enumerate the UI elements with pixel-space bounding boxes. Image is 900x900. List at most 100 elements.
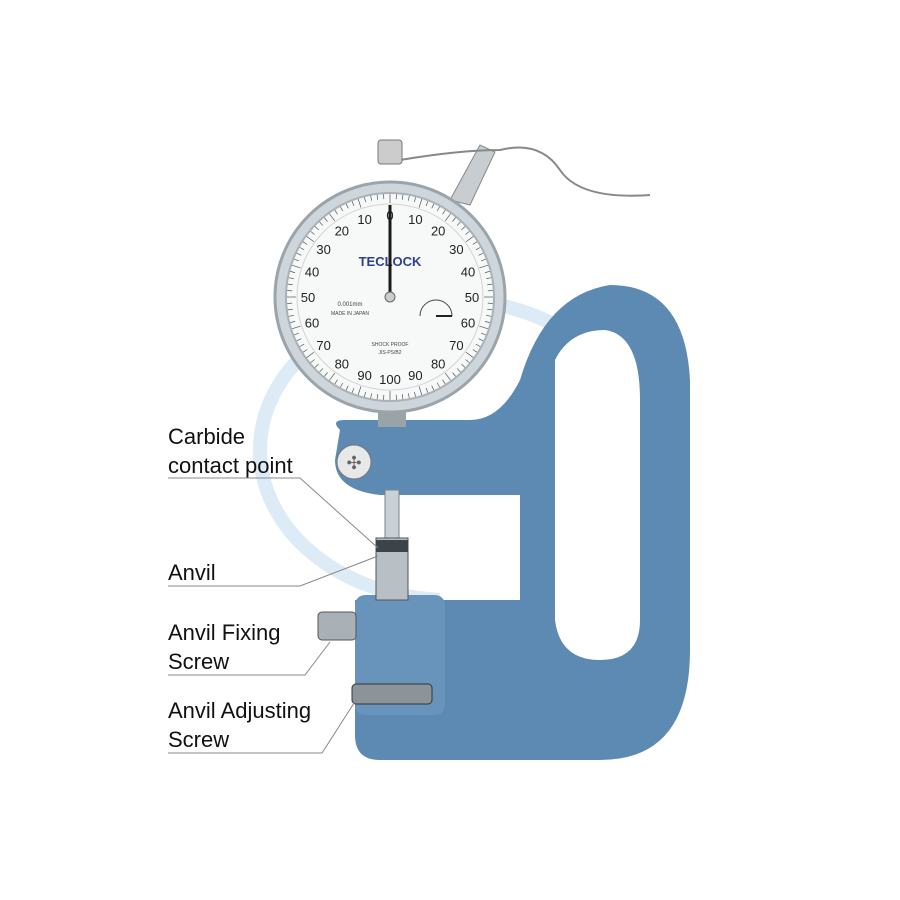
dial-tick	[351, 387, 355, 393]
dial-tick	[479, 264, 489, 269]
label-anvil: Anvil	[168, 558, 216, 587]
dial-tick	[314, 363, 319, 368]
dial-indicator: 0102030405060708090100908070605040302010…	[273, 180, 507, 427]
dial-tick	[288, 277, 294, 279]
dial-tick	[296, 252, 302, 256]
dial-tick	[436, 382, 440, 388]
dial-tick	[452, 217, 456, 222]
dial-tick	[408, 393, 410, 399]
dial-tick	[456, 368, 461, 373]
dial-tick	[291, 264, 301, 269]
release-wire	[399, 146, 651, 197]
lifting-lever	[449, 144, 496, 206]
dial-tick	[418, 198, 423, 208]
label-text: Screw	[168, 727, 230, 752]
dial-tick	[302, 241, 308, 245]
dial-scale-label: 90	[408, 368, 422, 383]
dial-tick	[465, 236, 474, 243]
standard-text: JIS-PS/B2	[378, 350, 401, 356]
dial-tick	[401, 394, 404, 400]
leader-lines	[168, 477, 379, 754]
svg-text:✣: ✣	[346, 453, 361, 473]
dial-scale-label: 60	[461, 315, 475, 330]
dial-tick	[306, 351, 315, 358]
dial-tick	[484, 321, 490, 323]
dial-tick	[319, 221, 324, 226]
dial-tick	[444, 213, 451, 222]
spindle	[384, 489, 400, 541]
dial-scale-label: 50	[465, 290, 479, 305]
dial-tick	[425, 387, 429, 393]
dial-tick	[290, 271, 296, 273]
carbide-contact-point	[376, 540, 408, 552]
dial-tick	[480, 332, 486, 336]
pivot-screw	[336, 444, 372, 480]
dial-tick	[401, 194, 404, 200]
dial-tick	[478, 252, 484, 256]
dial-tick	[452, 372, 456, 377]
dial-tick	[287, 308, 293, 311]
dial-tick	[357, 386, 362, 396]
dial-tick	[299, 343, 305, 347]
dial-scale-label: 90	[357, 368, 371, 383]
label-anvil-fixing-screw: Anvil Fixing Screw	[168, 618, 280, 676]
origin-text: MADE IN JAPAN	[331, 311, 369, 317]
dial-tick	[486, 277, 492, 279]
dial-tick	[324, 372, 328, 377]
dial-scale-label: 30	[449, 242, 463, 257]
dial-tick	[461, 363, 466, 368]
label-text: Carbide	[168, 424, 246, 449]
revolution-counter	[419, 299, 453, 317]
dial-scale-label: 100	[379, 372, 401, 387]
dial-scale-label: 20	[431, 224, 445, 239]
label-text: Anvil Adjusting	[168, 698, 312, 723]
dial-tick	[487, 283, 493, 286]
label-anvil-adjusting-screw: Anvil Adjusting Screw	[168, 696, 311, 754]
dial-tick	[296, 338, 302, 342]
dial-tick	[370, 393, 372, 399]
dial-tick	[294, 258, 300, 262]
dial-tick	[475, 247, 481, 251]
dial-tick	[376, 194, 379, 200]
dial-scale-label: 60	[305, 315, 319, 330]
label-text: Anvil	[168, 560, 216, 585]
dial-tick	[475, 343, 481, 347]
dial-tick	[484, 271, 490, 273]
label-carbide-contact-point: Carbide contact point	[168, 422, 293, 480]
dial-tick	[431, 203, 435, 209]
dial-tick	[480, 258, 486, 262]
dial-scale-label: 40	[461, 265, 475, 280]
dial-tick	[306, 236, 315, 243]
dial-scale-label: 50	[301, 290, 315, 305]
dial-tick	[345, 385, 349, 391]
dial-tick	[334, 379, 338, 385]
dial-tick	[310, 359, 315, 363]
dial-scale-label: 70	[316, 338, 330, 353]
dial-tick	[302, 349, 308, 353]
dial-tick	[310, 231, 315, 235]
dial-tick	[291, 325, 301, 330]
dial-tick	[351, 201, 355, 207]
dial-tick	[465, 359, 470, 363]
dial-tick	[319, 368, 324, 373]
dial-tick	[340, 206, 344, 212]
dial-tick	[329, 372, 336, 381]
dial-tick	[425, 201, 429, 207]
label-text: Anvil Fixing	[168, 620, 281, 645]
dial-tick	[431, 385, 435, 391]
dial-tick	[345, 203, 349, 209]
dial-tick	[287, 283, 293, 286]
dial-tick	[294, 332, 300, 336]
resolution-text: 0.001mm	[337, 302, 362, 308]
dial-tick	[456, 221, 461, 226]
dial-tick	[334, 209, 338, 215]
dial-scale-label: 80	[431, 356, 445, 371]
needle-hub	[384, 291, 396, 303]
dial-tick	[479, 325, 489, 330]
dial-tick	[288, 315, 294, 317]
dial-scale-label: 80	[335, 356, 349, 371]
dial-tick	[444, 372, 451, 381]
dial-tick	[290, 321, 296, 323]
dial-tick	[442, 209, 446, 215]
